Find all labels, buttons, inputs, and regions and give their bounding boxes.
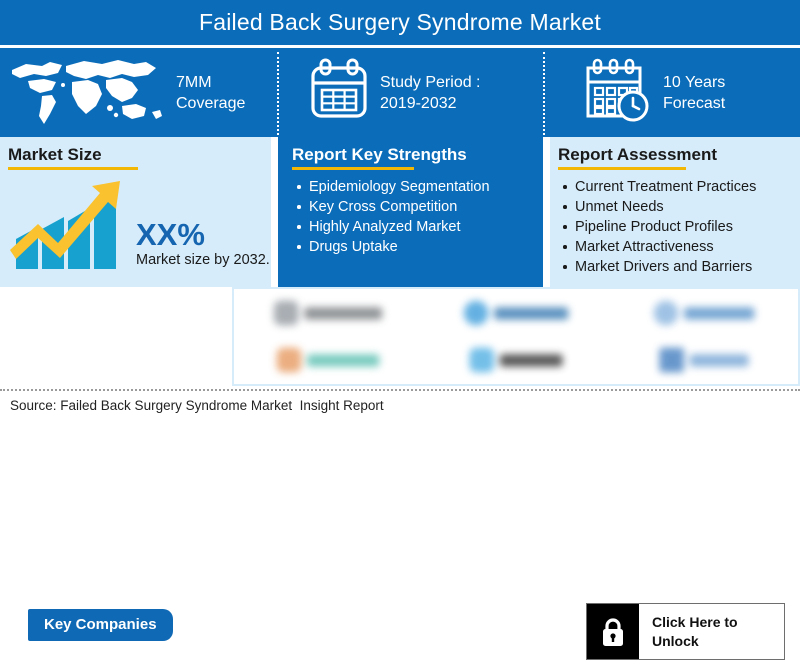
list-item: Pipeline Product Profiles bbox=[558, 217, 792, 237]
unlock-button[interactable]: Click Here to Unlock bbox=[586, 603, 785, 660]
panel-key-strengths: Report Key Strengths Epidemiology Segmen… bbox=[278, 137, 543, 287]
highlight-coverage: 7MM Coverage bbox=[0, 48, 278, 137]
market-size-text: XX% Market size by 2032. bbox=[136, 218, 270, 274]
source-text: Source: Failed Back Surgery Syndrome Mar… bbox=[10, 398, 384, 413]
report-assessment-list: Current Treatment Practices Unmet Needs … bbox=[558, 177, 792, 277]
unlock-line1: Click Here to bbox=[652, 613, 738, 630]
logo-mark-icon bbox=[276, 347, 302, 373]
highlight-forecast: 10 Years Forecast bbox=[543, 48, 800, 137]
list-item: Key Cross Competition bbox=[292, 197, 533, 217]
list-item: Epidemiology Segmentation bbox=[292, 177, 533, 197]
forecast-line1: 10 Years bbox=[663, 73, 726, 91]
highlight-coverage-caption: 7MM Coverage bbox=[176, 72, 245, 114]
market-size-subtitle: Market size by 2032. bbox=[136, 252, 270, 268]
market-size-rule bbox=[8, 167, 138, 170]
divider-2 bbox=[543, 52, 545, 135]
market-size-percent: XX% bbox=[136, 217, 205, 252]
logo-wordmark bbox=[307, 354, 380, 367]
forecast-line2: Forecast bbox=[663, 94, 726, 112]
header-banner: Failed Back Surgery Syndrome Market bbox=[0, 0, 800, 45]
list-item: Market Attractiveness bbox=[558, 237, 792, 257]
list-item: Market Drivers and Barriers bbox=[558, 257, 792, 277]
unlock-line2: Unlock bbox=[652, 632, 699, 649]
logo-mark-icon bbox=[659, 347, 685, 373]
panel-market-size: Market Size XX% Ma bbox=[0, 137, 271, 287]
logo-wordmark bbox=[689, 354, 749, 367]
logo-wordmark bbox=[494, 306, 569, 319]
key-companies-badge: Key Companies bbox=[28, 609, 173, 641]
market-size-body: XX% Market size by 2032. bbox=[8, 177, 270, 274]
logo-mark-icon bbox=[469, 347, 495, 373]
company-logo-2 bbox=[463, 300, 569, 326]
coverage-line1: 7MM bbox=[176, 73, 212, 91]
list-item: Unmet Needs bbox=[558, 197, 792, 217]
world-map-icon bbox=[6, 52, 166, 133]
highlights-band: 7MM Coverage Study Peri bbox=[0, 48, 800, 137]
company-logo-grid bbox=[234, 289, 798, 384]
company-logo-6 bbox=[659, 347, 749, 373]
key-strengths-rule bbox=[292, 167, 414, 170]
growth-bar-chart-arrow-icon bbox=[8, 177, 130, 274]
study-period-line1: Study Period : bbox=[380, 73, 481, 91]
market-size-heading: Market Size bbox=[8, 145, 102, 164]
footer: Source: Failed Back Surgery Syndrome Mar… bbox=[0, 389, 800, 420]
list-item: Drugs Uptake bbox=[292, 237, 533, 257]
study-period-line2: 2019-2032 bbox=[380, 94, 457, 112]
logo-wordmark bbox=[499, 354, 563, 367]
report-assessment-heading: Report Assessment bbox=[558, 145, 718, 164]
list-item: Current Treatment Practices bbox=[558, 177, 792, 197]
list-item: Highly Analyzed Market bbox=[292, 217, 533, 237]
logo-mark-icon bbox=[463, 300, 489, 326]
key-strengths-list: Epidemiology Segmentation Key Cross Comp… bbox=[292, 177, 533, 257]
company-logo-box bbox=[232, 287, 800, 386]
highlight-study-period: Study Period : 2019-2032 bbox=[278, 48, 543, 137]
page-title: Failed Back Surgery Syndrome Market bbox=[199, 9, 601, 35]
highlight-study-period-caption: Study Period : 2019-2032 bbox=[380, 72, 481, 114]
company-logo-1 bbox=[273, 300, 383, 326]
panel-report-assessment: Report Assessment Current Treatment Prac… bbox=[550, 137, 800, 287]
divider-1 bbox=[277, 52, 279, 135]
highlight-forecast-caption: 10 Years Forecast bbox=[663, 72, 725, 114]
report-assessment-rule bbox=[558, 167, 686, 170]
key-companies-band: Key Companies Click Here to Unlock bbox=[0, 287, 800, 660]
company-logo-5 bbox=[469, 347, 563, 373]
key-strengths-heading: Report Key Strengths bbox=[292, 145, 467, 164]
logo-wordmark bbox=[684, 306, 755, 319]
company-logo-4 bbox=[276, 347, 380, 373]
unlock-label: Click Here to Unlock bbox=[639, 604, 784, 659]
logo-wordmark bbox=[304, 306, 383, 319]
calendar-icon bbox=[308, 58, 370, 127]
company-logo-3 bbox=[653, 300, 755, 326]
logo-mark-icon bbox=[273, 300, 299, 326]
panels-row: Market Size XX% Ma bbox=[0, 137, 800, 287]
padlock-icon bbox=[587, 604, 639, 659]
logo-mark-icon bbox=[653, 300, 679, 326]
calendar-clock-icon bbox=[583, 58, 653, 127]
coverage-line2: Coverage bbox=[176, 94, 246, 112]
